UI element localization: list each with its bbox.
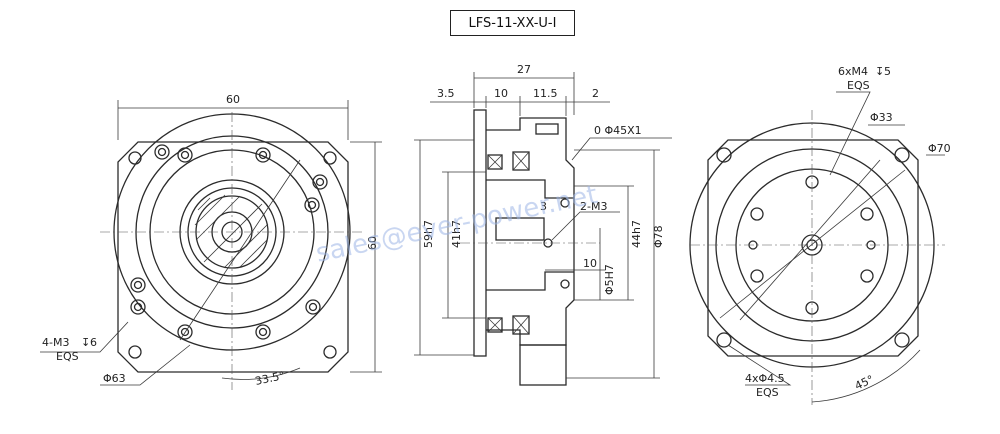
watermark-text: sales@ever-power.net: [313, 180, 600, 269]
rear-corner-holes: [716, 147, 910, 348]
front-angle-dim: 33.5°: [254, 369, 286, 388]
rear-holes-depth-symbol: ↧: [875, 65, 884, 78]
front-bolt-holes: [130, 144, 328, 340]
front-holes-depth: 6: [90, 336, 97, 349]
drawing-title: LFS-11-XX-U-I: [450, 10, 575, 36]
front-holes-eqs: EQS: [56, 350, 79, 363]
rear-corner-holes-label: 4xΦ4.5: [745, 372, 785, 385]
front-diameter-dim: Φ63: [103, 372, 126, 385]
side-dim-2: 2: [592, 87, 599, 100]
front-bearing-hatch: [194, 194, 269, 269]
side-bearings: [487, 151, 530, 335]
side-small-hole-b: [560, 279, 570, 289]
side-dim-11-5: 11.5: [533, 87, 558, 100]
front-width-dim: 60: [226, 93, 240, 106]
side-dim-78: Φ78: [652, 225, 665, 248]
front-height-dim: 60: [366, 236, 379, 250]
front-view: 60 60 33.5° 4-M3 ↧ 6 EQS Φ63: [40, 93, 382, 390]
rear-flange-outline: [707, 139, 919, 357]
side-chamfer: 0 Φ45X1: [594, 124, 642, 137]
side-screw: [535, 123, 559, 135]
side-dim-3: 3: [540, 200, 547, 213]
side-body-upper: [486, 117, 575, 346]
side-dim-10: 10: [494, 87, 508, 100]
rear-holes-depth: 5: [884, 65, 891, 78]
rear-holes-eqs: EQS: [847, 79, 870, 92]
rear-pcd-dim: Φ33: [870, 111, 893, 124]
side-output-hub: [519, 344, 567, 386]
front-holes-label: 4-M3: [42, 336, 69, 349]
side-view: 27 3.5 10 11.5 2 0 Φ45X1 3 2-M3 10 59h7 …: [414, 63, 672, 386]
front-flange-outline: [117, 141, 349, 373]
side-dim-44h7: 44h7: [630, 220, 643, 248]
rear-corner-holes-eqs: EQS: [756, 386, 779, 399]
rear-view: 6xM4 ↧ 5 EQS Φ33 Φ70 4xΦ4.5 EQS 45°: [689, 65, 951, 405]
side-tap-label: 2-M3: [580, 200, 607, 213]
rear-angle-dim: 45°: [853, 373, 876, 393]
rear-outer-dim: Φ70: [928, 142, 951, 155]
side-dim-5h7: Φ5H7: [603, 264, 616, 295]
side-input-shaft: [495, 217, 545, 241]
side-small-hole-a: [560, 198, 570, 208]
side-flange: [473, 109, 487, 357]
side-overall-dim: 27: [517, 63, 531, 76]
side-dim-41h7: 41h7: [450, 220, 463, 248]
side-dim-10b: 10: [583, 257, 597, 270]
rear-holes-label: 6xM4: [838, 65, 868, 78]
side-dim-3-5: 3.5: [437, 87, 455, 100]
front-corner-holes: [128, 151, 337, 359]
side-dim-59h7: 59h7: [422, 220, 435, 248]
front-holes-depth-symbol: ↧: [81, 336, 90, 349]
